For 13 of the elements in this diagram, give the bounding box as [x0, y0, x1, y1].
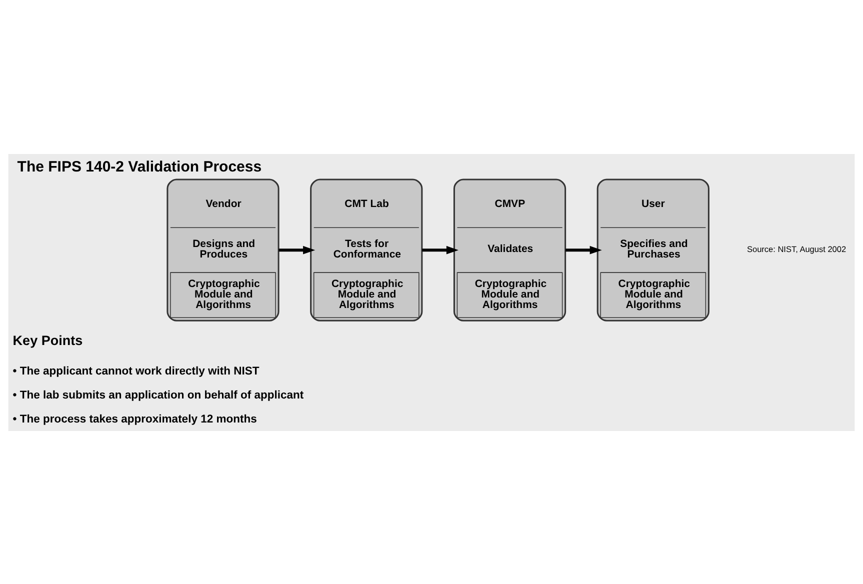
- label: • The applicant cannot work directly with NIST: [12, 364, 260, 377]
- label: • The lab submits an application on behalf of applicant: [12, 388, 304, 401]
- diagram-title: The FIPS 140-2 Validation Process: [17, 158, 262, 175]
- node-box: CMVP Validates Cryptographic Module and Algorithms: [453, 178, 566, 321]
- label: • The process takes approximately 12 months: [12, 412, 257, 425]
- arrow: [422, 245, 458, 254]
- node-box: CMT Lab Tests for Conformance Cryptographic Module and Algorithms: [310, 178, 423, 321]
- label: Source: NIST, August 2002: [746, 244, 846, 254]
- label: Key Points: [12, 332, 83, 348]
- node-box: Vendor Designs and Produces Cryptographic Module and Algorithms: [166, 178, 280, 321]
- node-box: User Specifies and Purchases Cryptographic Module and Algorithms: [596, 178, 710, 321]
- arrow: [278, 245, 316, 254]
- arrow: [566, 245, 602, 254]
